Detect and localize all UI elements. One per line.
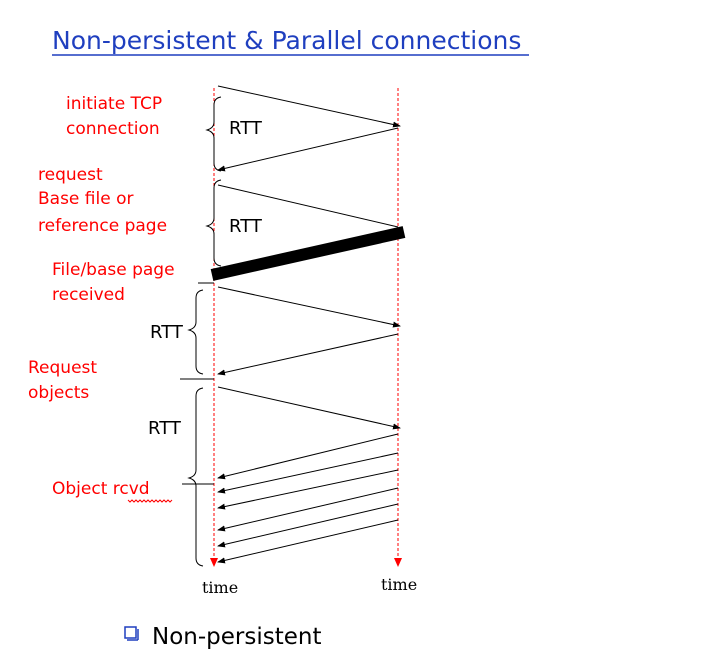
page-title: Non-persistent & Parallel connections	[52, 26, 521, 55]
server-time-label: time	[381, 575, 417, 594]
object-response-arrow-4	[217, 487, 399, 532]
parallel-request-arrow	[217, 386, 401, 430]
object-response-arrow-6	[217, 519, 399, 564]
file-received-label: received	[52, 285, 125, 305]
object-response-arrow-3	[217, 469, 399, 510]
object-rcvd-label: Object rcvd	[52, 479, 150, 499]
request-objects-label: Request	[28, 358, 97, 378]
rtt-label: RTT	[229, 118, 263, 139]
brace-rtt-4	[187, 387, 204, 567]
initiate-tcp-label: initiate TCP	[66, 94, 162, 114]
request-base-arrow	[217, 184, 399, 228]
object-response-arrow-2	[217, 452, 399, 494]
rtt-label: RTT	[150, 322, 184, 343]
file-received-label: File/base page	[52, 260, 175, 280]
request-base-label: request	[38, 165, 103, 185]
spellcheck-squiggle	[127, 499, 173, 503]
object-response-arrow-1	[217, 433, 399, 480]
rtt-label: RTT	[229, 216, 263, 237]
request-base-label: Base file or	[38, 189, 133, 209]
syn-arrow	[217, 85, 401, 128]
bullet-text: Non-persistent	[152, 624, 321, 650]
brace-rtt-1	[205, 96, 222, 172]
rtt-label: RTT	[148, 418, 182, 439]
client-time-label: time	[202, 578, 238, 597]
rtt-braces	[187, 96, 222, 567]
request-objects-label: objects	[28, 383, 89, 403]
object-response-arrow-5	[217, 503, 399, 548]
checkbox-bullet-icon	[124, 626, 139, 641]
request-base-label: reference page	[38, 216, 167, 236]
brace-rtt-2	[205, 179, 222, 267]
file-transfer-bar	[210, 226, 406, 281]
initiate-tcp-label: connection	[66, 119, 160, 139]
ack-arrow	[217, 333, 399, 376]
bullet-item: Non-persistent	[124, 624, 321, 650]
brace-rtt-3	[187, 289, 204, 375]
synack-arrow	[217, 127, 399, 172]
pointer-lines	[180, 282, 214, 485]
message-arrows	[217, 85, 401, 564]
request-object-arrow	[217, 286, 401, 328]
